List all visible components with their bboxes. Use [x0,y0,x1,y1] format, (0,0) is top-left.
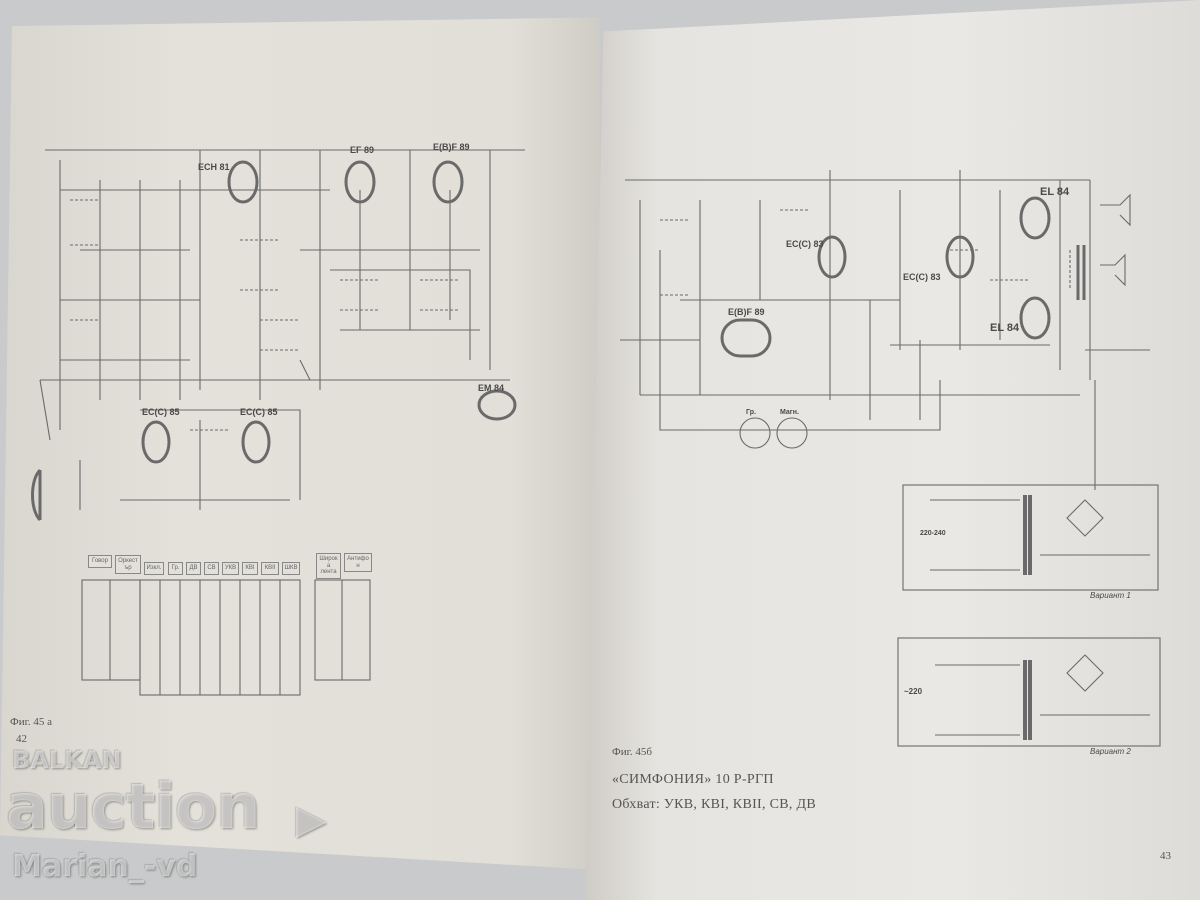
tube-label: EL 84 [990,322,1020,334]
watermark-user: Marian_-vd [12,849,198,884]
watermark-play-icon: ▶ [296,797,327,843]
tube-ecc83-1 [817,235,847,279]
switch-label: Говор [88,555,112,568]
voltage-label: ~220 [904,687,923,696]
switch-label: Широка лента [316,553,341,579]
watermark-brand-top: BALKAN [12,746,122,774]
tube-ef89 [344,160,376,204]
tube-label: E(B)F 89 [433,142,470,152]
variant-label: Вариант 2 [1090,747,1131,756]
page-number-right: 43 [1160,850,1171,862]
tube-el84-1 [1019,196,1051,240]
tube-label: EL 84 [1040,186,1070,198]
switch-label: Антифон [344,553,372,573]
right-page [585,0,1200,900]
tube-label: EC(C) 85 [142,407,180,417]
socket-label: Магн. [780,409,799,416]
figure-label-45a: Фиг. 45 а [10,716,52,728]
switch-label: Гр. [168,562,183,575]
tube-em84 [477,389,517,421]
tube-label: E(B)F 89 [728,307,765,317]
tube-label: EC(C) 83 [786,239,824,249]
tube-ebf89 [432,160,464,204]
tube-ecc85-1 [141,420,171,464]
power-supply-variant-2 [897,637,1161,747]
tube-ecc85-2 [241,420,271,464]
switch-label: КВI [242,562,258,575]
variant-label: Вариант 1 [1090,591,1131,600]
right-schematic [620,170,1161,747]
watermark-brand-main: auction [6,770,260,843]
radio-model-title: «СИМФОНИЯ» 10 Р-РГП [612,772,774,787]
tube-label: EF 89 [350,145,375,155]
frequency-bands: Обхват: УКВ, КВI, КВII, СВ, ДВ [612,797,816,812]
voltage-label: 220-240 [920,530,946,537]
socket-label: Гр. [746,409,756,416]
tube-label: ECH 81 [198,162,230,172]
switch-label: ДВ [186,562,201,575]
switch-label: КВII [261,562,279,575]
switch-label: Оркестър [115,555,141,575]
tube-label: EC(C) 83 [903,272,941,282]
switch-grid-1 [81,579,141,681]
switch-label: Изкл. [144,562,164,575]
figure-label-45b: Фиг. 45б [612,746,652,758]
socket-magn [776,417,808,449]
tube-ebf89 [720,318,772,358]
switch-label: ШКВ [282,562,300,575]
tube-el84-2 [1019,296,1051,340]
power-supply-variant-1 [902,484,1159,591]
socket-gr [739,417,771,449]
switch-label: УКВ [222,562,239,575]
tube-ecc83-2 [945,235,975,279]
left-schematic [31,149,525,696]
switch-label: СВ [204,562,219,575]
tube-label: EC(C) 85 [240,407,278,417]
tube-label: EM 84 [478,383,505,393]
tube-ech81 [227,160,259,204]
page-number-left: 42 [16,733,27,745]
